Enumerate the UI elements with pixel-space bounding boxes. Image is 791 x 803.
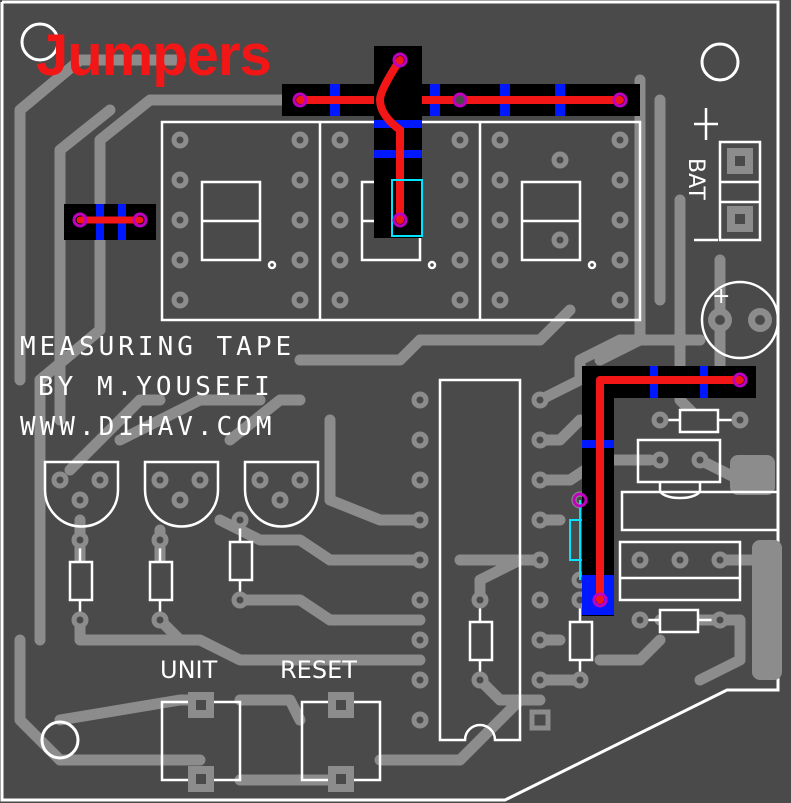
battery-label: BAT	[683, 158, 708, 200]
silk-box	[620, 490, 780, 532]
resistor	[660, 408, 740, 434]
decimal-point	[427, 260, 437, 270]
unit-button-label: UNIT	[160, 656, 218, 684]
resistor	[148, 540, 174, 620]
ic-pin1-pad	[529, 709, 551, 731]
push-buttons	[160, 692, 382, 792]
ic-outline	[438, 378, 522, 742]
unit-switch	[160, 692, 242, 792]
buzzer	[700, 280, 780, 360]
highlight-box	[391, 179, 423, 237]
transistor	[243, 460, 320, 528]
reset-button-label: RESET	[280, 656, 357, 684]
transistors	[43, 460, 320, 528]
battery-connector	[694, 108, 762, 242]
buzzer-plus-label: +	[712, 284, 731, 309]
resistor	[640, 608, 720, 634]
board-name-text: MEASURING TAPE	[20, 332, 296, 362]
author-text: BY M.YOUSEFI	[38, 372, 274, 402]
copper-pour	[752, 540, 782, 680]
resistor	[468, 600, 494, 680]
copper-pour	[730, 455, 775, 495]
transistor	[43, 460, 120, 528]
mounting-hole	[700, 42, 740, 82]
jumper-wire	[375, 56, 404, 224]
jumper-wire	[596, 376, 744, 604]
ic-socket	[411, 378, 551, 742]
mounting-holes	[20, 22, 740, 760]
resistor	[68, 540, 94, 620]
website-text: WWW.DIHAV.COM	[20, 412, 276, 442]
mounting-hole	[40, 720, 80, 760]
jumper-wires	[64, 46, 756, 616]
transistor	[143, 460, 220, 528]
resistor	[568, 600, 594, 680]
decimal-point	[587, 260, 597, 270]
display-pads	[171, 131, 629, 309]
decimal-point	[267, 260, 277, 270]
page-title: Jumpers	[36, 23, 272, 88]
regulator	[636, 438, 722, 500]
sensor-connector	[618, 540, 742, 602]
resistors	[68, 408, 740, 680]
mounting-hole	[20, 22, 60, 62]
resistor	[228, 520, 254, 600]
reset-switch	[300, 692, 382, 792]
